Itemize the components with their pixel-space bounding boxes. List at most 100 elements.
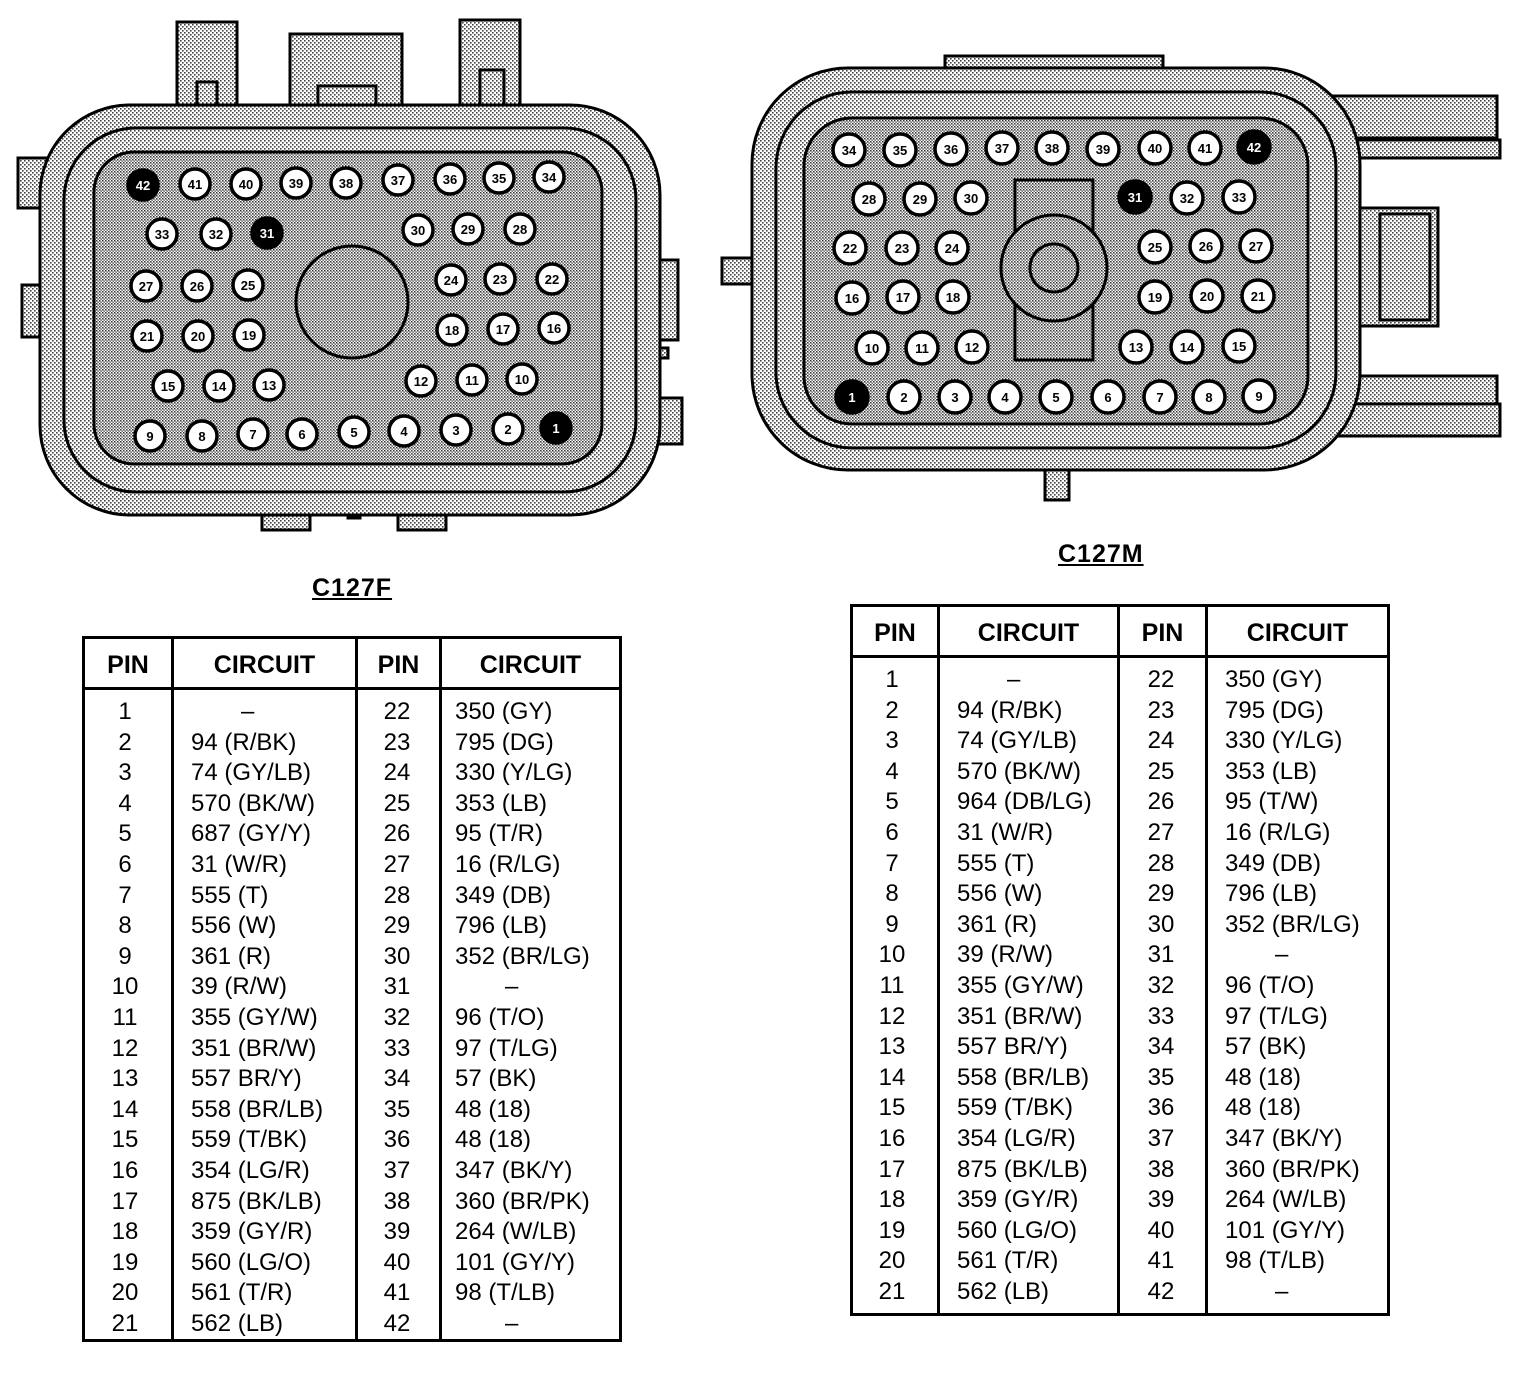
pin-label: 8 <box>198 429 205 444</box>
pin-cavity: 33 <box>145 217 179 251</box>
pin-number: 17 <box>111 1187 139 1215</box>
pin-number: 1 <box>885 666 899 693</box>
pin-cavity: 25 <box>231 268 265 302</box>
pin-cavity: 15 <box>151 369 185 403</box>
pin-cavity: 24 <box>934 230 970 266</box>
pin-number: 33 <box>1147 1002 1175 1030</box>
pin-cavity: 3 <box>439 413 473 447</box>
pin-number: 3 <box>885 727 899 755</box>
pin-label: 41 <box>1198 141 1212 156</box>
circuit-value: 264 (W/LB) <box>455 1218 577 1246</box>
pin-number: 6 <box>118 851 132 878</box>
pin-cavity: 20 <box>181 319 215 353</box>
circuit-value: 557 BR/Y) <box>957 1033 1068 1061</box>
pin-number: 39 <box>383 1218 411 1246</box>
pin-label: 36 <box>443 172 457 187</box>
circuit-value: 330 (Y/LG) <box>1225 727 1343 755</box>
pin-number: 8 <box>885 880 899 908</box>
pin-label: 9 <box>146 429 153 444</box>
pin-number: 18 <box>111 1218 139 1246</box>
circuit-value: 360 (BR/PK) <box>455 1187 590 1215</box>
pin-cavity: 32 <box>199 217 233 251</box>
pin-cavity: 16 <box>537 311 571 345</box>
pin-cavity: 35 <box>882 132 918 168</box>
pin-cavity: 7 <box>236 417 270 451</box>
pin-label: 30 <box>964 191 978 206</box>
pin-label: 20 <box>1200 289 1214 304</box>
pin-label: 15 <box>161 379 175 394</box>
pin-cavity: 21 <box>130 319 164 353</box>
pin-label: 33 <box>155 227 169 242</box>
circuit-value: 74 (GY/LB) <box>957 727 1078 755</box>
pin-label: 4 <box>1001 390 1009 405</box>
circuit-value: 16 (R/LG) <box>455 851 561 878</box>
circuit-value: 48 (18) <box>1225 1094 1302 1122</box>
pin-cavity: 13 <box>252 368 286 402</box>
pin-label: 33 <box>1232 190 1246 205</box>
pin-cavity: 40 <box>1137 130 1173 166</box>
pin-label: 12 <box>965 340 979 355</box>
pin-cavity: 36 <box>433 162 467 196</box>
pin-label: 26 <box>1199 239 1213 254</box>
header-circuit-right: CIRCUIT <box>479 651 582 679</box>
circuit-value: 349 (DB) <box>455 881 552 909</box>
circuit-value: 31 (W/R) <box>191 851 287 878</box>
pin-cavity: 36 <box>933 131 969 167</box>
pin-cavity: 42 <box>1236 129 1272 165</box>
table-header <box>853 607 1387 658</box>
pin-cavity: 42 <box>126 168 160 202</box>
circuit-value: 94 (R/BK) <box>191 728 297 756</box>
pin-number: 25 <box>1147 757 1175 785</box>
header-circuit-left: CIRCUIT <box>977 619 1080 647</box>
pin-cavity: 6 <box>285 417 319 451</box>
pin-label: 3 <box>452 423 459 438</box>
circuit-value: 98 (T/LB) <box>1225 1247 1326 1275</box>
pin-label: 13 <box>262 378 276 393</box>
pin-number: 40 <box>1147 1216 1175 1244</box>
pin-label: 26 <box>190 279 204 294</box>
pin-cavity: 1 <box>834 379 870 415</box>
circuit-value: 101 (GY/Y) <box>1225 1216 1346 1244</box>
pin-label: 6 <box>298 427 305 442</box>
pin-cavity: 25 <box>1137 229 1173 265</box>
circuit-value: 95 (T/W) <box>1225 788 1319 816</box>
pin-number: 29 <box>1147 880 1175 908</box>
pin-number: 22 <box>383 698 411 725</box>
pin-label: 39 <box>289 176 303 191</box>
pin-number: 39 <box>1147 1186 1175 1214</box>
header-circuit-right: CIRCUIT <box>1246 619 1349 647</box>
circuit-value: 31 (W/R) <box>957 819 1053 846</box>
pin-number: 40 <box>383 1248 411 1276</box>
pin-cavity: 8 <box>185 419 219 453</box>
pin-number: 37 <box>1147 1125 1175 1152</box>
pin-cavity: 13 <box>1118 329 1154 365</box>
pin-number: 2 <box>885 696 899 724</box>
pin-cavity: 31 <box>250 216 284 250</box>
pin-number: 42 <box>1147 1278 1175 1305</box>
pin-number: 35 <box>383 1095 411 1123</box>
pin-label: 17 <box>496 322 510 337</box>
pin-cavity: 15 <box>1221 328 1257 364</box>
circuit-value: 101 (GY/Y) <box>455 1248 576 1276</box>
circuit-value: 560 (LG/O) <box>957 1216 1078 1244</box>
pin-label: 19 <box>242 328 256 343</box>
circuit-value: 57 (BK) <box>455 1065 537 1093</box>
pin-cavity: 39 <box>1085 131 1121 167</box>
pin-label: 1 <box>552 421 559 436</box>
pin-label: 7 <box>249 427 256 442</box>
pin-cavity: 22 <box>832 230 868 266</box>
circuit-value: 795 (DG) <box>1225 696 1324 724</box>
pin-label: 36 <box>944 142 958 157</box>
pin-cavity: 33 <box>1221 179 1257 215</box>
circuit-value: 355 (GY/W) <box>957 972 1084 999</box>
pin-label: 15 <box>1232 339 1246 354</box>
